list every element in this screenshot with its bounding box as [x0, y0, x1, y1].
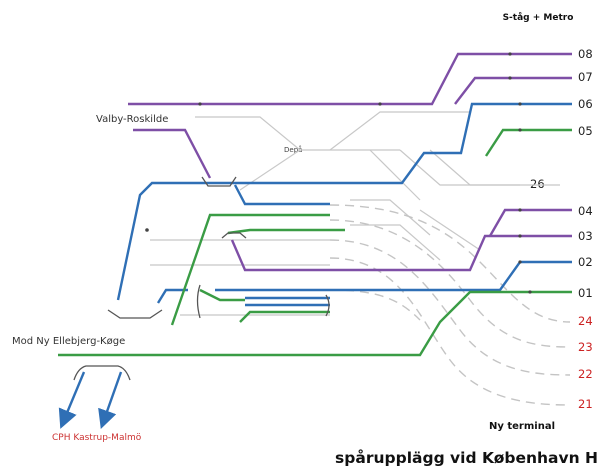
- header-label: S-tåg + Metro: [503, 12, 574, 23]
- track-03-label: 03: [578, 229, 593, 243]
- track-markers: [145, 52, 532, 294]
- depot-label: Depå: [284, 145, 302, 154]
- track-26-label: 26: [530, 177, 545, 191]
- track-05-label: 05: [578, 124, 593, 138]
- diagram-title: spårupplägg vid København H: [335, 448, 598, 467]
- track-07-label: 07: [578, 70, 593, 84]
- switch-markers: [73, 176, 330, 381]
- track-23-label: 23: [578, 340, 593, 354]
- cph-arrows: [58, 371, 123, 430]
- valby-label: Valby-Roskilde: [96, 114, 168, 125]
- new-terminal-label: Ny terminal: [489, 421, 555, 432]
- blue-tracks: [116, 102, 572, 307]
- terminal-tracks: [329, 204, 571, 406]
- track-21-label: 21: [578, 397, 593, 411]
- track-24-label: 24: [578, 314, 593, 328]
- kastrup-label: CPH Kastrup-Malmö: [52, 433, 142, 443]
- track-08-label: 08: [578, 47, 593, 61]
- track-04-label: 04: [578, 204, 593, 218]
- green-tracks: [58, 128, 572, 357]
- track-22-label: 22: [578, 367, 593, 381]
- grey-tracks: [150, 111, 560, 316]
- track-06-label: 06: [578, 97, 593, 111]
- purple-tracks: [128, 52, 572, 272]
- track-01-label: 01: [578, 286, 593, 300]
- ellebjerg-label: Mod Ny Ellebjerg-Køge: [12, 336, 125, 347]
- track-02-label: 02: [578, 255, 593, 269]
